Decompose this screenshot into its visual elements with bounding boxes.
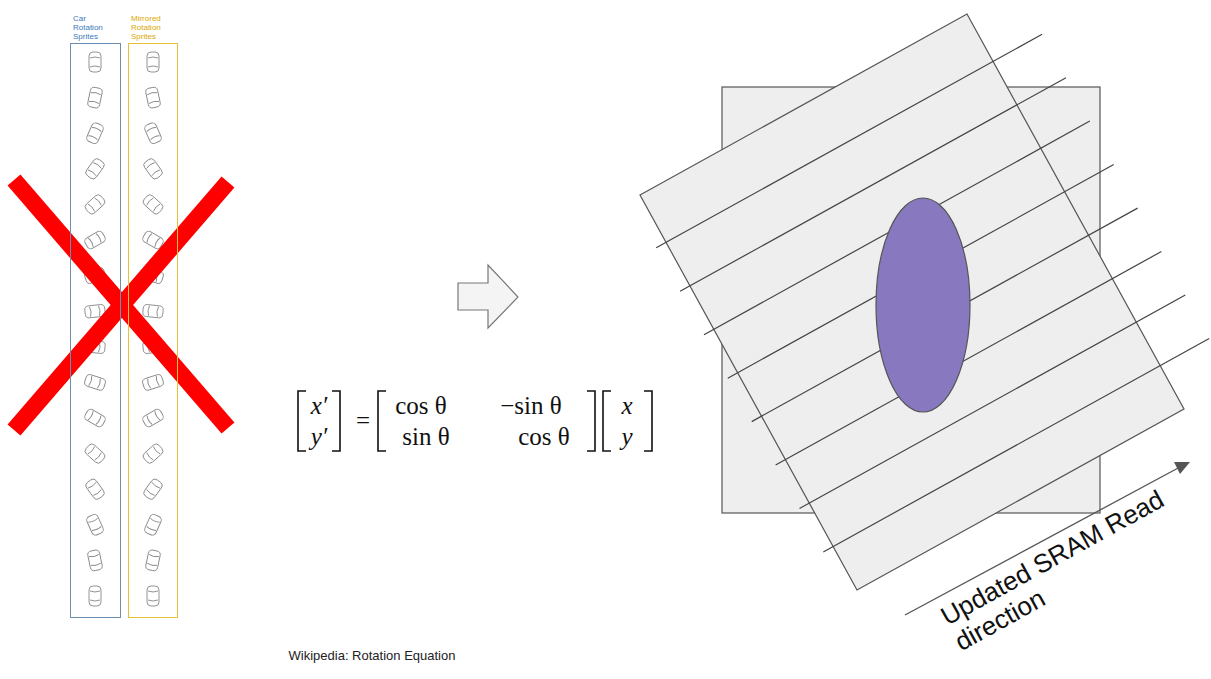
sprite-column: Car Rotation Sprites <box>70 43 121 618</box>
column-heading: Mirrored Rotation Sprites <box>131 14 171 41</box>
equation-term: −sin θ <box>500 392 562 420</box>
column-heading: Car Rotation Sprites <box>73 14 113 41</box>
equation-term: cos θ <box>395 392 447 420</box>
equation-term: cos θ <box>518 423 570 451</box>
scan-lines <box>656 34 1209 552</box>
equation-term: = <box>356 407 370 435</box>
equation-term: x <box>621 392 632 420</box>
sprite-column: Mirrored Rotation Sprites <box>128 43 178 618</box>
block-arrow <box>458 265 518 328</box>
equation-term: y <box>621 423 632 451</box>
equation-term: x′ <box>311 392 328 420</box>
matrix-brackets <box>298 391 652 451</box>
equation-term: sin θ <box>402 423 449 451</box>
equation-term: y′ <box>311 423 328 451</box>
source-caption: Wikipedia: Rotation Equation <box>289 648 456 663</box>
purple-ellipse <box>876 198 970 412</box>
rotated-image <box>640 14 1184 590</box>
red-cross <box>14 180 228 430</box>
